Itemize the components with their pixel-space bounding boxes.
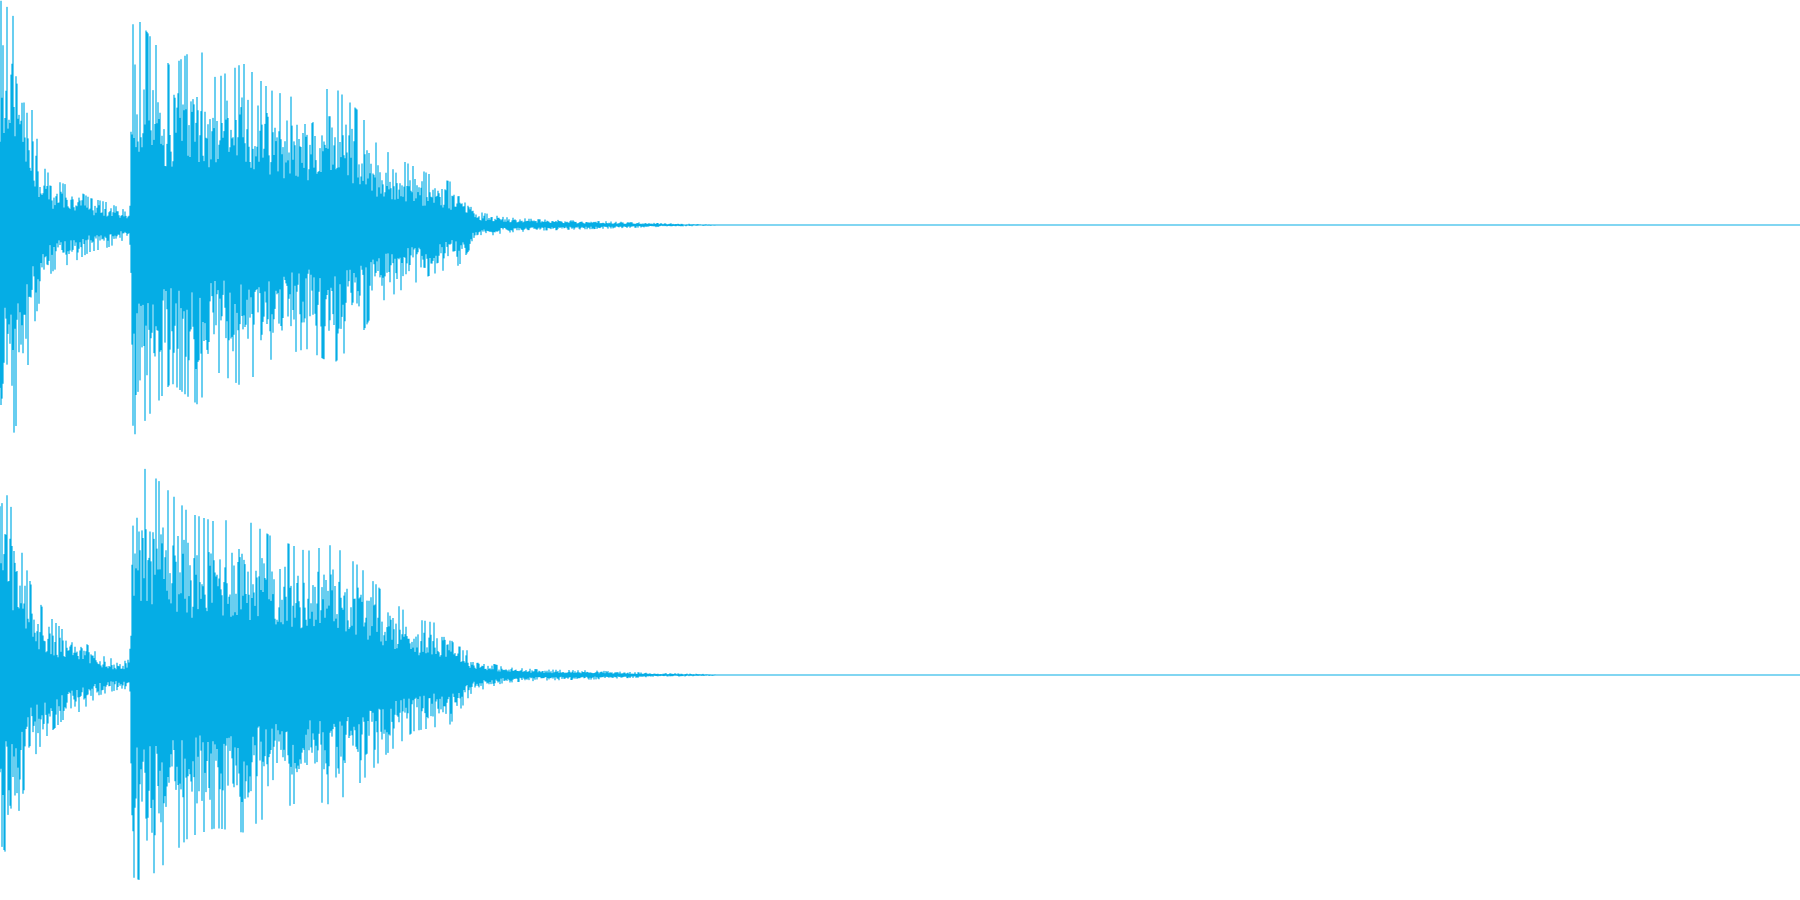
channel-2-signal xyxy=(0,468,736,880)
channel-1-signal xyxy=(0,0,737,435)
channel-2-waveform xyxy=(0,468,1800,880)
channel-1-waveform xyxy=(0,0,1800,435)
